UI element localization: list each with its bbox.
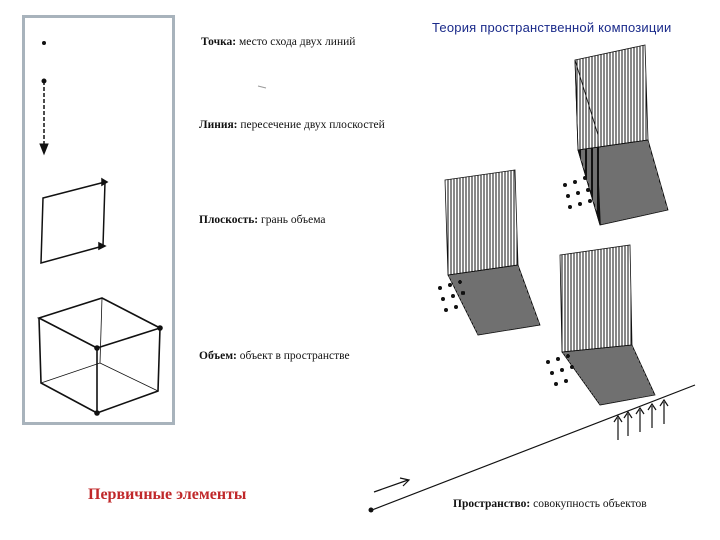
mark-cluster-lower — [546, 354, 574, 386]
definition-point: Точка: место схода двух линий — [201, 36, 355, 48]
line-illustration — [39, 78, 49, 156]
mark-cluster-middle — [438, 280, 465, 312]
space-point — [368, 507, 374, 513]
hatched-block-middle — [444, 169, 541, 336]
text-point: место схода двух линий — [236, 36, 356, 48]
text-line: пересечение двух плоскостей — [237, 119, 385, 131]
term-volume: Объем: — [199, 350, 237, 362]
term-space: Пространство: — [453, 498, 531, 510]
upward-arrows — [613, 398, 669, 440]
definition-line: Линия: пересечение двух плоскостей — [199, 119, 385, 131]
term-plane: Плоскость: — [199, 214, 259, 226]
slide-title: Теория пространственной композиции — [432, 20, 672, 35]
term-line: Линия: — [199, 119, 238, 131]
primary-elements-panel — [22, 15, 175, 425]
point-illustration — [42, 41, 46, 45]
hatched-block-lower — [559, 244, 656, 406]
definition-volume: Объем: объект в пространстве — [199, 350, 350, 362]
text-space: совокупность объектов — [530, 498, 647, 510]
plane-illustration — [40, 177, 109, 264]
primary-elements-caption: Первичные элементы — [88, 486, 247, 503]
definition-plane: Плоскость: грань объема — [199, 214, 326, 226]
primary-elements-illustration — [36, 41, 163, 416]
volume-illustration — [36, 297, 163, 416]
text-plane: грань объема — [258, 214, 326, 226]
hatched-block-top — [574, 44, 669, 226]
text-volume: объект в пространстве — [236, 350, 350, 362]
definition-space: Пространство: совокупность объектов — [453, 498, 647, 510]
term-point: Точка: — [201, 36, 237, 48]
small-mark — [257, 85, 267, 89]
space-arrow — [373, 477, 411, 493]
space-line — [371, 384, 696, 511]
mark-cluster-top — [563, 176, 592, 209]
